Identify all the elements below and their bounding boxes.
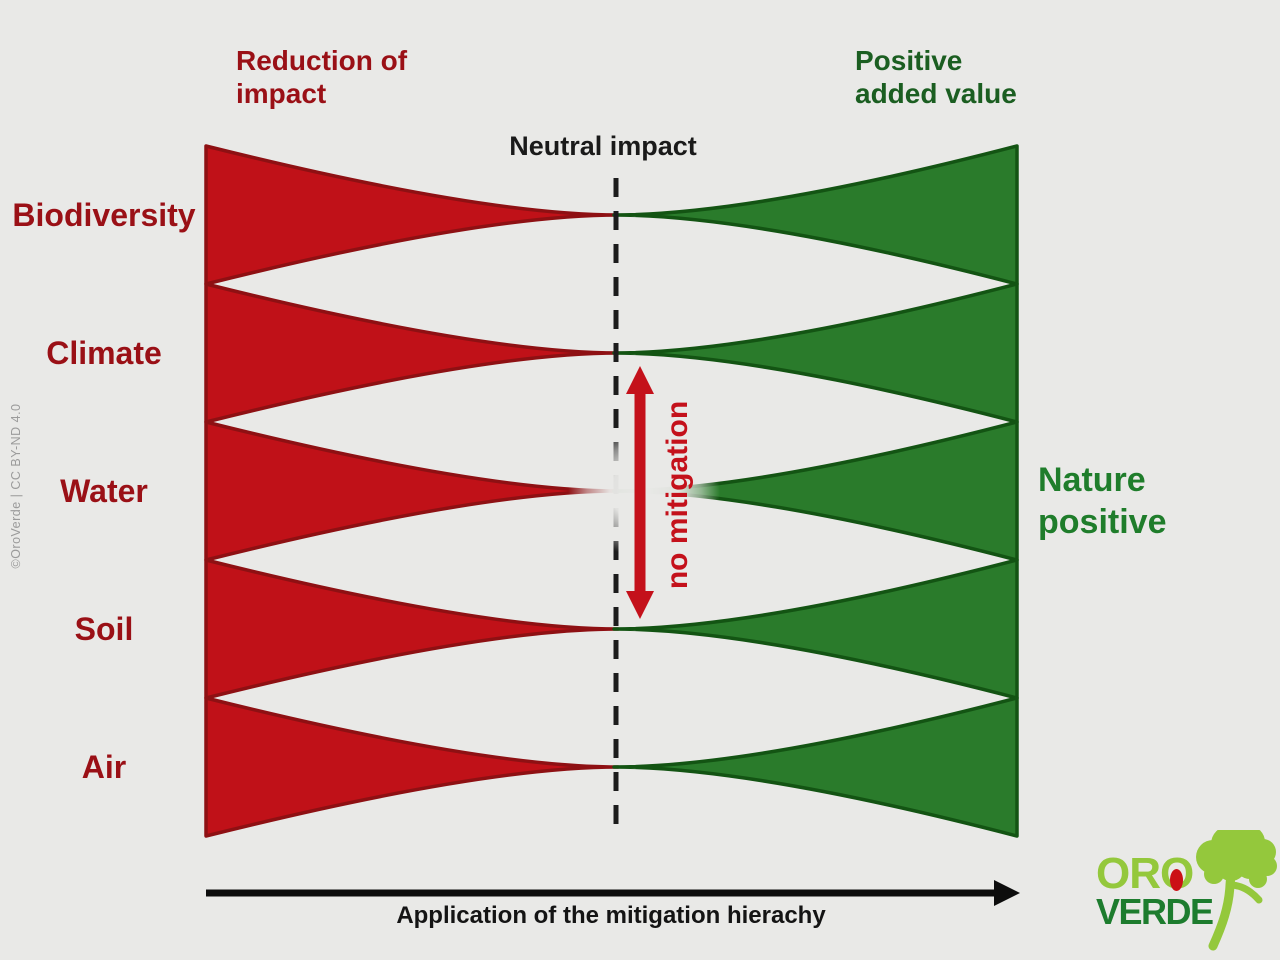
neutral-impact-label: Neutral impact [509,131,697,161]
impact-funnel-biodiversity [204,144,620,286]
impact-funnel-water [204,420,620,562]
oroverde-tree-icon [1196,830,1277,951]
value-funnel-air [612,696,1019,838]
no-mitigation-arrow-icon [626,366,654,619]
impact-funnels-group [204,144,620,838]
value-funnels-group [612,144,1019,838]
axis-arrow-head [994,880,1020,906]
no-mitigation-label: no mitigation [661,400,694,590]
reduction-of-impact-title: Reduction of impact [236,45,408,109]
impact-funnel-climate [204,282,620,424]
row-label-soil: Soil [74,611,134,647]
impact-funnel-air [204,696,620,838]
row-label-air: Air [81,749,127,785]
logo-word-verde: VERDE [1096,891,1214,932]
value-funnel-soil [612,558,1019,700]
row-label-climate: Climate [46,335,162,371]
positive-added-value-title: Positive added value [855,45,1017,109]
oroverde-logo: ORO VERDE [1088,830,1280,958]
row-label-water: Water [60,473,148,509]
axis-arrow-icon [206,880,1020,906]
copyright-credit: ©OroVerde | CC BY-ND 4.0 [9,403,23,569]
value-funnel-biodiversity [612,144,1019,286]
nature-positive-label: Nature positive [1038,461,1167,541]
impact-funnel-soil [204,558,620,700]
axis-arrow-shaft [206,889,998,897]
row-label-biodiversity: Biodiversity [12,197,196,233]
logo-red-dot-icon [1170,869,1183,891]
axis-label: Application of the mitigation hierachy [396,902,826,929]
